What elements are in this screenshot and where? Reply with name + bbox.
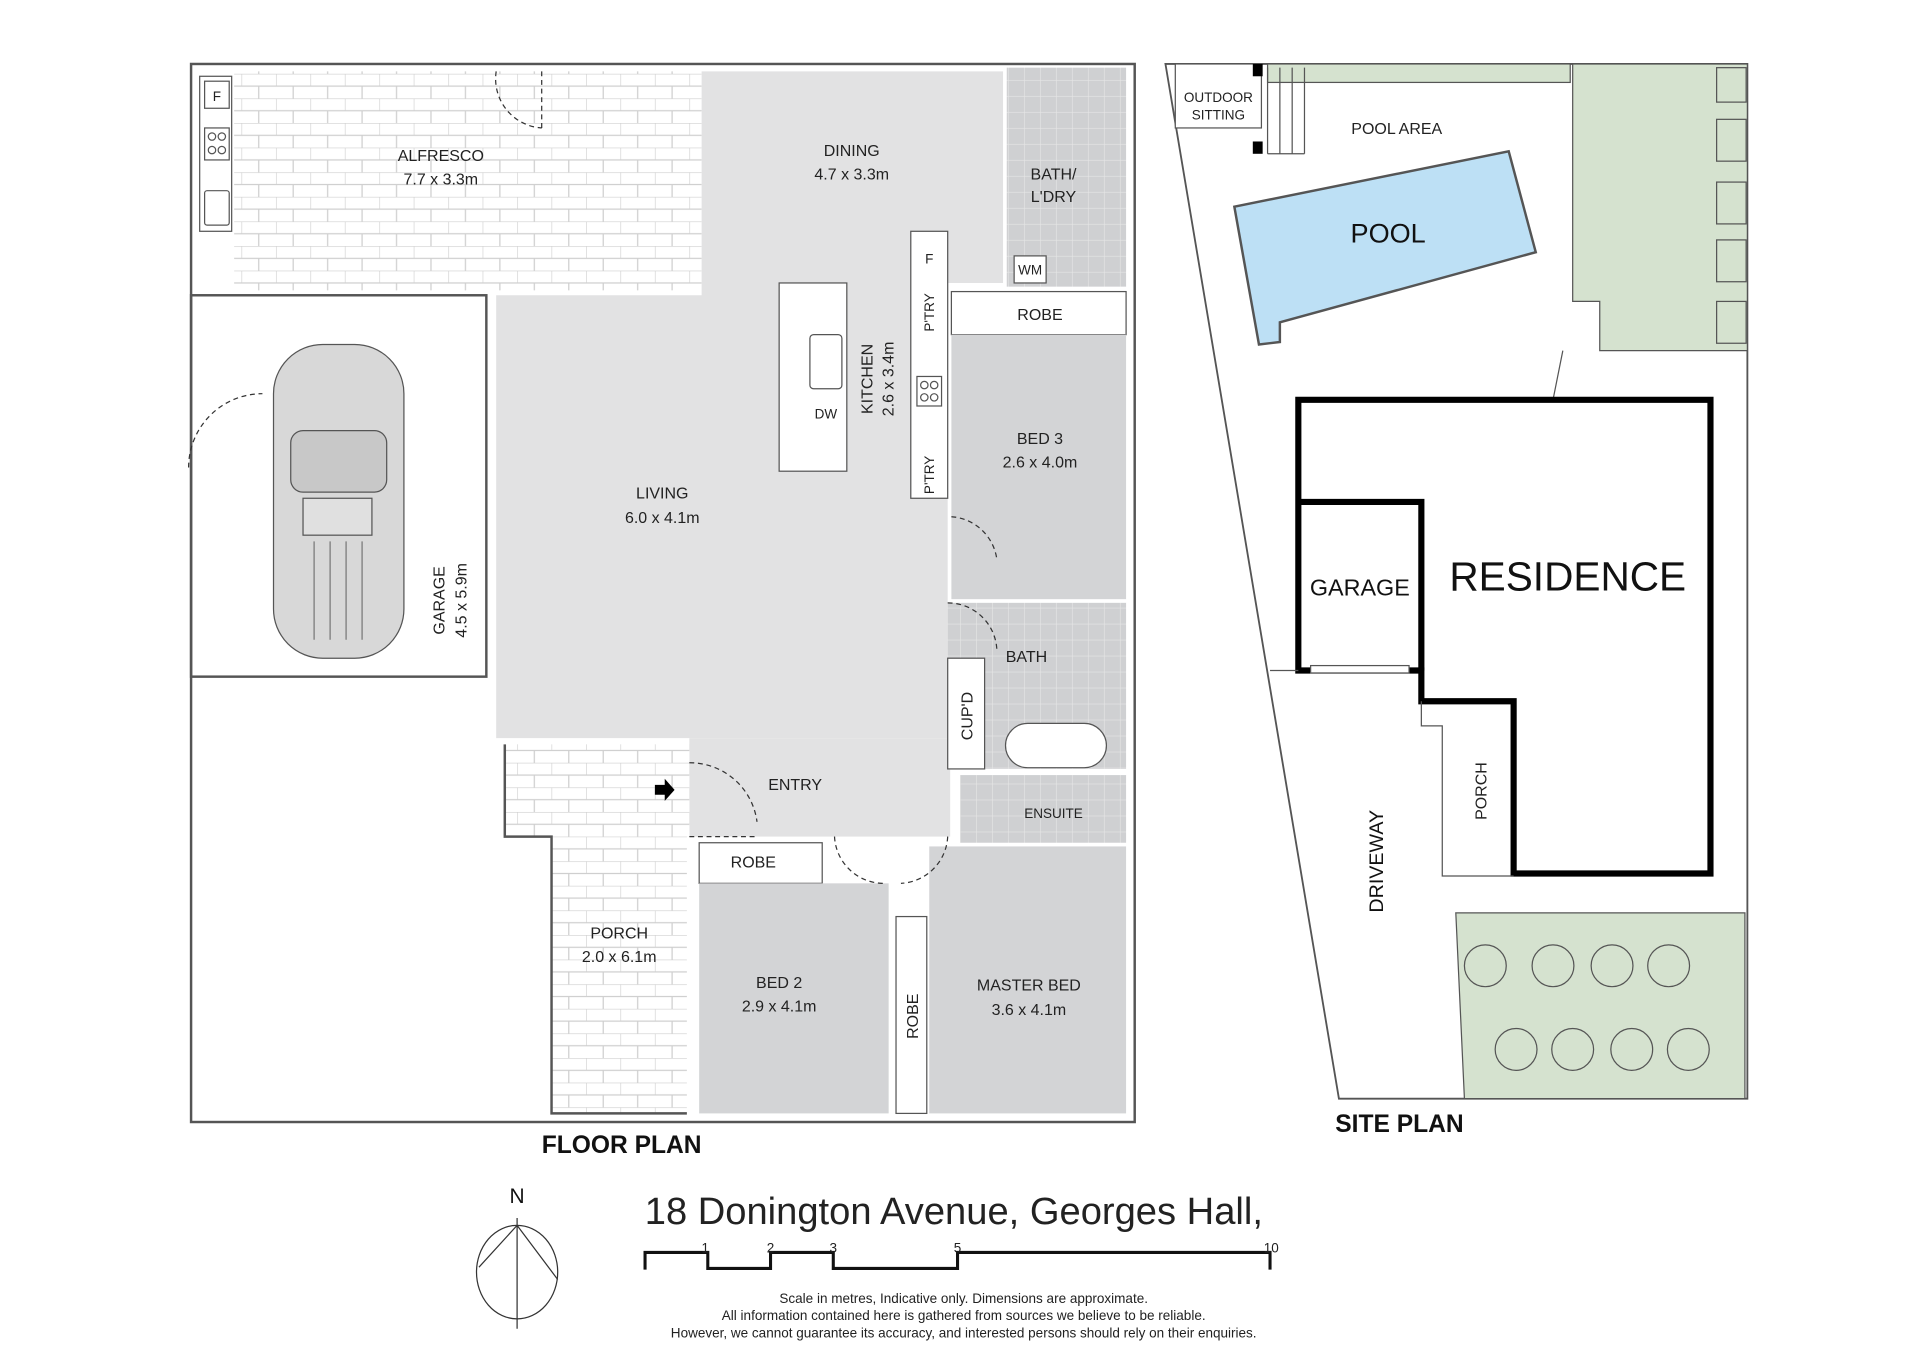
bathtub-icon <box>1004 722 1108 769</box>
bed3-label: BED 3 <box>1017 431 1063 448</box>
ensuite-label: ENSUITE <box>1024 806 1083 821</box>
outdoor-sitting <box>1174 63 1263 129</box>
site-garage-label: GARAGE <box>1310 574 1410 600</box>
washing-machine-label: WM <box>1018 262 1042 277</box>
hedge-strip <box>1266 63 1571 84</box>
residence-label: RESIDENCE <box>1449 554 1686 600</box>
pantry-label: P'TRY <box>922 456 937 494</box>
porch-size: 2.0 x 6.1m <box>582 949 657 966</box>
outdoor-sitting-label-line2: SITTING <box>1192 107 1245 122</box>
alfresco-area <box>234 71 702 291</box>
bbq-cooktop-icon <box>203 127 230 161</box>
footer: N 18 Donington Avenue, Georges Hall, 1 2… <box>475 1185 1279 1340</box>
fridge-label: F <box>213 89 221 104</box>
north-label: N <box>510 1185 525 1208</box>
porch-label: PORCH <box>590 926 648 943</box>
floor-plan-heading: FLOOR PLAN <box>542 1132 702 1159</box>
robe-label: ROBE <box>905 994 922 1039</box>
site-plan: OUTDOOR SITTING POOL AREA POOL GARAGE RE… <box>1164 63 1749 1138</box>
disclaimer-line: However, we cannot guarantee its accurac… <box>671 1325 1257 1340</box>
pantry-label: P'TRY <box>922 293 937 331</box>
floor-plan: F WM DW F P'TRY P'TRY <box>187 62 1136 1159</box>
disclaimer-line: Scale in metres, Indicative only. Dimens… <box>779 1291 1148 1306</box>
scale-bar: 1 2 3 5 10 <box>643 1240 1279 1270</box>
ensuite-area <box>960 775 1127 843</box>
car-icon <box>272 343 405 659</box>
site-porch-label: PORCH <box>1474 762 1491 820</box>
pool-label: POOL <box>1351 218 1426 248</box>
living-dining-area <box>496 71 1004 739</box>
bath-label: BATH <box>1006 649 1047 666</box>
site-plan-heading: SITE PLAN <box>1335 1111 1463 1138</box>
bed3-size: 2.6 x 4.0m <box>1003 455 1078 472</box>
scale-tick: 10 <box>1264 1240 1279 1255</box>
dining-label: DINING <box>824 143 880 160</box>
garage-area <box>189 294 488 678</box>
entry-arrow-icon <box>654 778 675 801</box>
pool-area-label: POOL AREA <box>1351 121 1442 138</box>
tree-icons <box>1463 67 1747 1071</box>
living-size: 6.0 x 4.1m <box>625 510 700 527</box>
cooktop-icon <box>916 375 943 407</box>
bed3-area <box>951 334 1127 600</box>
robe-label: ROBE <box>731 854 776 871</box>
entry-area <box>689 738 951 837</box>
living-label: LIVING <box>636 485 688 502</box>
robe-bed2 <box>698 842 823 884</box>
bath-laundry-label-line2: L'DRY <box>1031 189 1077 206</box>
kitchen-sink-icon <box>809 334 843 390</box>
scale-tick: 1 <box>702 1240 710 1255</box>
lawn-rear <box>1572 63 1748 352</box>
disclaimer-line: All information contained here is gather… <box>722 1308 1206 1323</box>
master-bed-area <box>929 846 1127 1114</box>
scale-tick: 5 <box>954 1240 962 1255</box>
kitchen-label: KITCHEN <box>860 344 877 414</box>
master-bed-label: MASTER BED <box>977 977 1081 994</box>
kitchen-size: 2.6 x 3.4m <box>881 342 898 417</box>
kitchen-fridge-label: F <box>925 251 933 266</box>
bath-laundry-label: BATH/ <box>1031 167 1077 184</box>
dining-size: 4.7 x 3.3m <box>814 167 889 184</box>
master-bed-size: 3.6 x 4.1m <box>992 1002 1067 1019</box>
cupboard-label: CUP'D <box>959 692 976 740</box>
driveway-label: DRIVEWAY <box>1366 810 1388 913</box>
robe-master <box>895 915 928 1115</box>
robe-bed3 <box>950 290 1127 336</box>
entry-label: ENTRY <box>768 777 822 794</box>
scale-tick: 3 <box>830 1240 838 1255</box>
property-address-title: 18 Donington Avenue, Georges Hall, <box>645 1190 1263 1233</box>
sink-icon <box>203 190 230 226</box>
scale-tick: 2 <box>767 1240 775 1255</box>
north-arrow-icon <box>475 1217 559 1329</box>
kitchen-counter <box>910 230 949 499</box>
pool <box>1232 149 1538 346</box>
bath-laundry-area <box>1006 67 1127 287</box>
garage-label: GARAGE <box>432 566 449 634</box>
bed2-size: 2.9 x 4.1m <box>742 998 817 1015</box>
cupboard <box>947 657 986 770</box>
alfresco-label: ALFRESCO <box>398 148 484 165</box>
steps <box>1266 67 1306 155</box>
dishwasher-label: DW <box>815 406 838 421</box>
alfresco-size: 7.7 x 3.3m <box>404 172 479 189</box>
garage-size: 4.5 x 5.9m <box>454 563 471 638</box>
lawn-front <box>1455 912 1746 1100</box>
bed2-area <box>699 883 889 1114</box>
robe-label: ROBE <box>1017 307 1062 324</box>
bed2-label: BED 2 <box>756 975 802 992</box>
outdoor-sitting-label: OUTDOOR <box>1184 90 1253 105</box>
